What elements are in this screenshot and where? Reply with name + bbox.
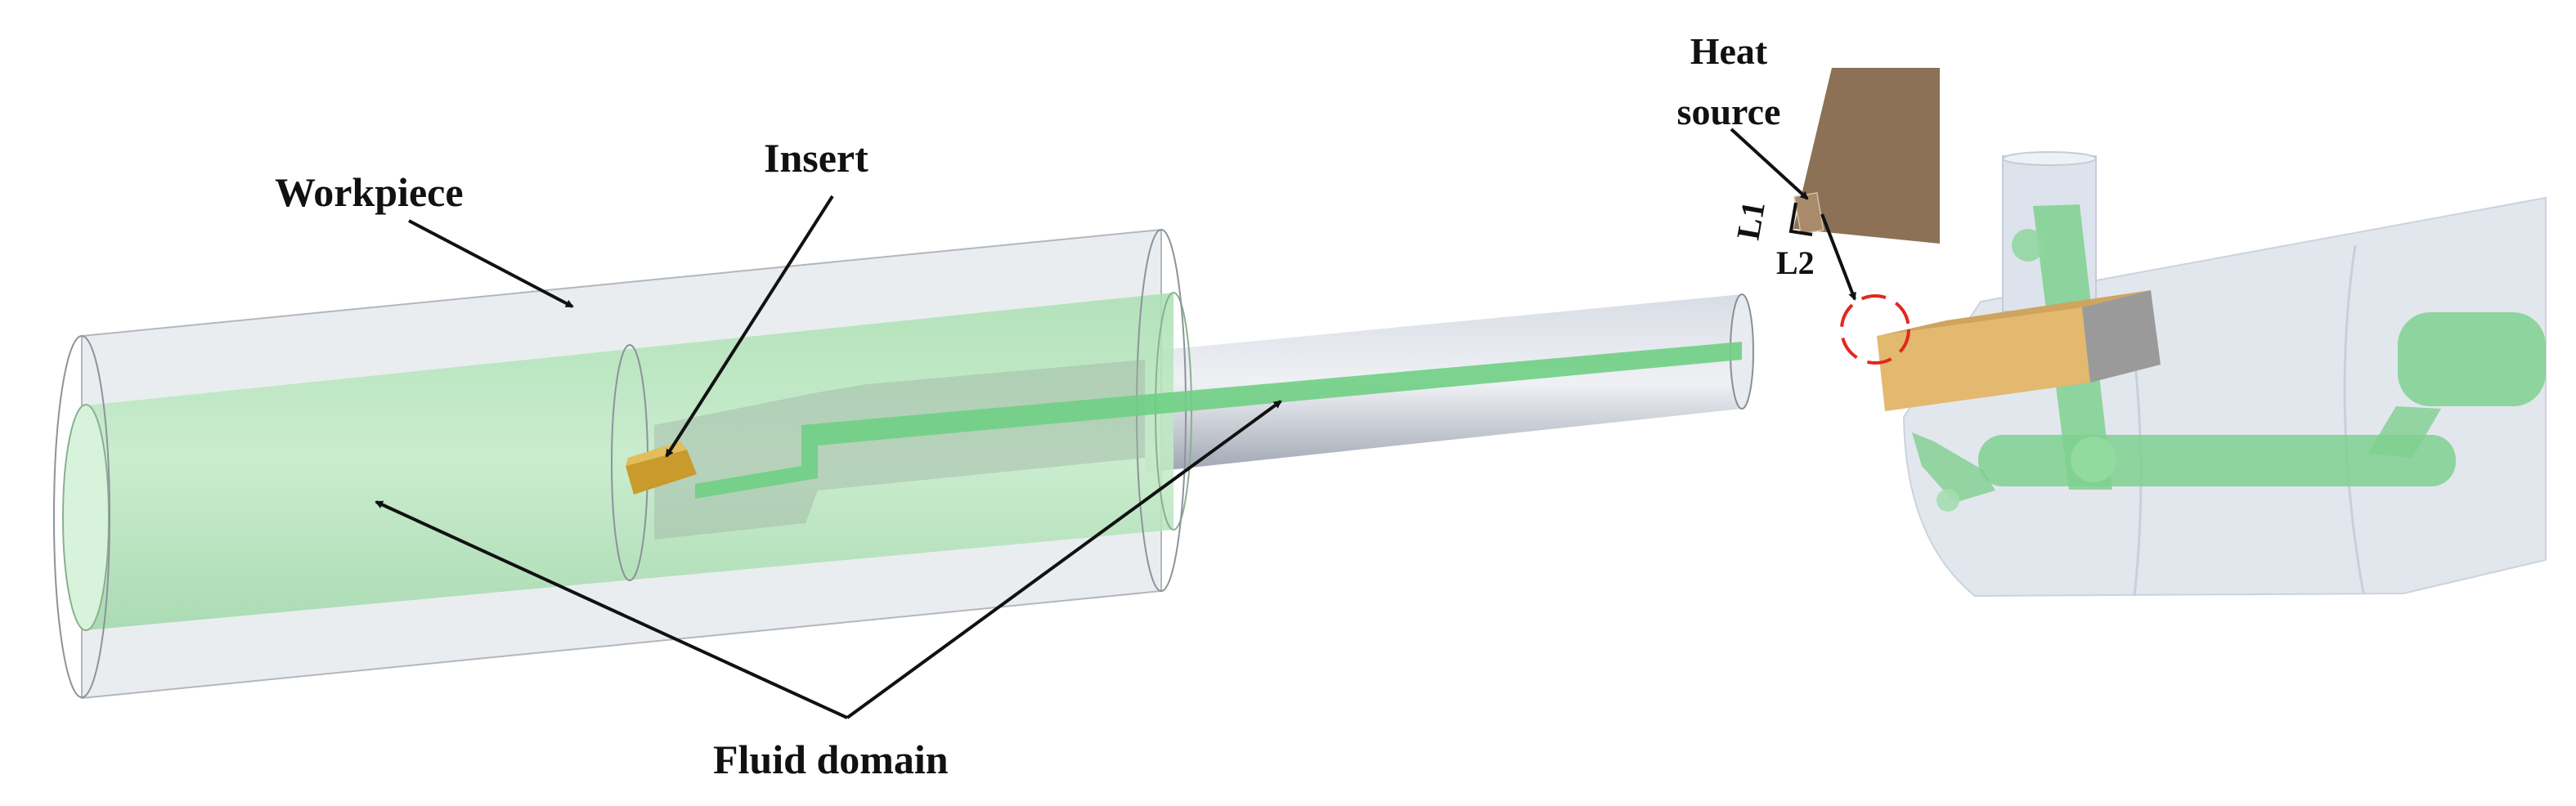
workpiece-left-end <box>53 335 110 698</box>
l1-label: L1 <box>1730 199 1772 243</box>
coolant-channel <box>695 342 1742 499</box>
heat-source-label-line1: Heat <box>1690 30 1768 72</box>
left-assembly <box>53 228 1754 700</box>
fluid-domain-arrow-left <box>375 500 848 719</box>
insert-label: Insert <box>764 135 868 181</box>
insert-detail <box>1877 290 2161 411</box>
heat-source-arrow <box>1730 128 1809 200</box>
boring-bar-head <box>654 360 1145 540</box>
coolant-inlet-channel <box>2398 312 2546 406</box>
heat-source-shape <box>1793 68 1940 244</box>
insert-arrow <box>665 195 834 458</box>
fluid-domain-label: Fluid domain <box>713 737 949 782</box>
right-detail <box>1788 68 2547 598</box>
workpiece-arrow <box>408 219 574 308</box>
fluid-domain-arrow-right <box>846 400 1282 719</box>
l2-label: L2 <box>1776 244 1815 281</box>
distance-arrow <box>1820 213 1856 301</box>
workpiece-label: Workpiece <box>275 169 464 215</box>
fluid-domain-left-end <box>62 404 110 631</box>
highlight-circle <box>1840 294 1910 365</box>
heat-source-label-line2: source <box>1677 91 1781 132</box>
